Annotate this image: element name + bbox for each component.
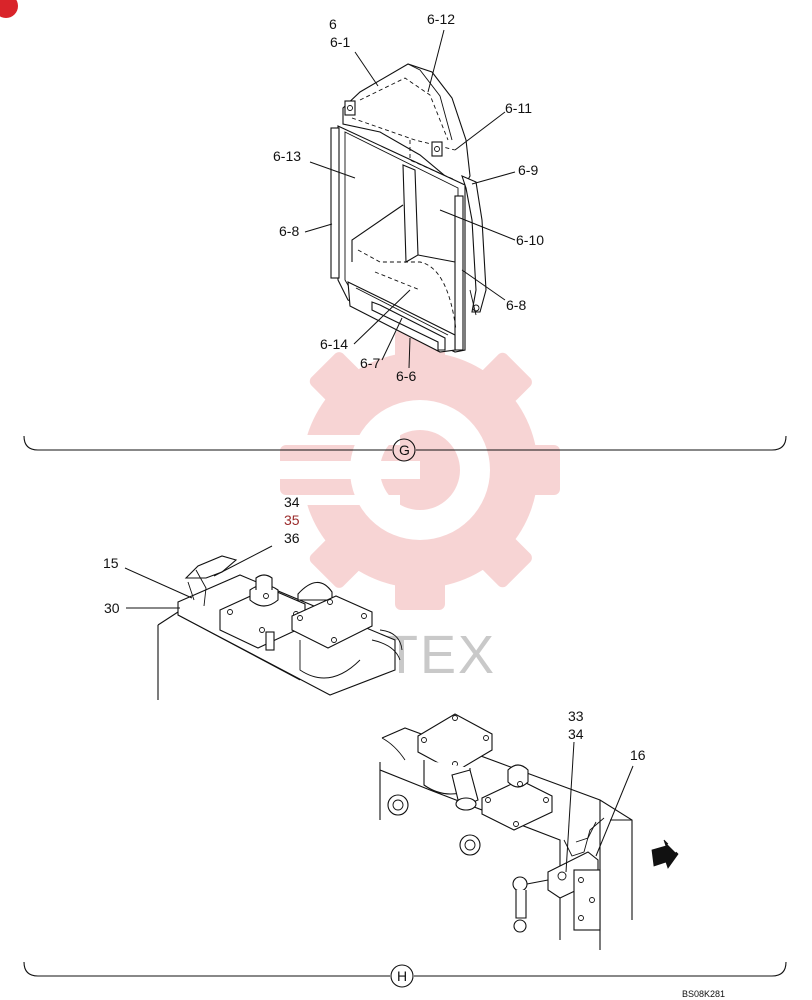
direction-arrow-icon <box>651 839 679 869</box>
callout-6-8-right: 6-8 <box>506 297 526 313</box>
callout-15: 15 <box>103 555 119 571</box>
callout-6-7: 6-7 <box>360 355 380 371</box>
callout-6-12: 6-12 <box>427 11 455 27</box>
callout-6-9: 6-9 <box>518 162 538 178</box>
section-divider-g: G <box>23 435 787 462</box>
callout-35: 35 <box>284 512 300 528</box>
callout-6-11: 6-11 <box>505 100 532 116</box>
g-callouts: 6 6-1 6-12 6-11 6-13 6-9 6-8 6-10 6-8 6-… <box>273 11 544 384</box>
section-label-g: G <box>399 442 410 458</box>
h-top-leader-lines <box>124 545 273 609</box>
callout-6-1: 6-1 <box>330 34 350 50</box>
section-label-h: H <box>397 968 407 984</box>
callout-6-13: 6-13 <box>273 148 301 164</box>
filter-assembly-top-drawing <box>157 555 403 700</box>
callout-6-8-left: 6-8 <box>279 223 299 239</box>
callout-6-10: 6-10 <box>516 232 544 248</box>
callout-34-top: 34 <box>284 494 300 510</box>
shroud-assembly-drawing <box>330 63 487 353</box>
callout-30: 30 <box>104 600 120 616</box>
corner-badge-icon <box>0 0 18 18</box>
g-leader-lines <box>304 29 516 369</box>
callout-6-6: 6-6 <box>396 368 416 384</box>
callout-36: 36 <box>284 530 300 546</box>
h-bottom-leader-lines <box>565 741 634 873</box>
filter-assembly-bottom-drawing <box>379 713 633 950</box>
drawing-code: BS08K281 <box>682 989 725 999</box>
h-bottom-callouts: 33 34 16 <box>568 708 646 763</box>
callout-16: 16 <box>630 747 646 763</box>
callout-34-bottom: 34 <box>568 726 584 742</box>
callout-6: 6 <box>329 16 337 32</box>
section-divider-h: H <box>23 961 787 988</box>
callout-6-14: 6-14 <box>320 336 348 352</box>
callout-33: 33 <box>568 708 584 724</box>
h-top-callouts: 34 35 36 15 30 <box>103 494 300 616</box>
